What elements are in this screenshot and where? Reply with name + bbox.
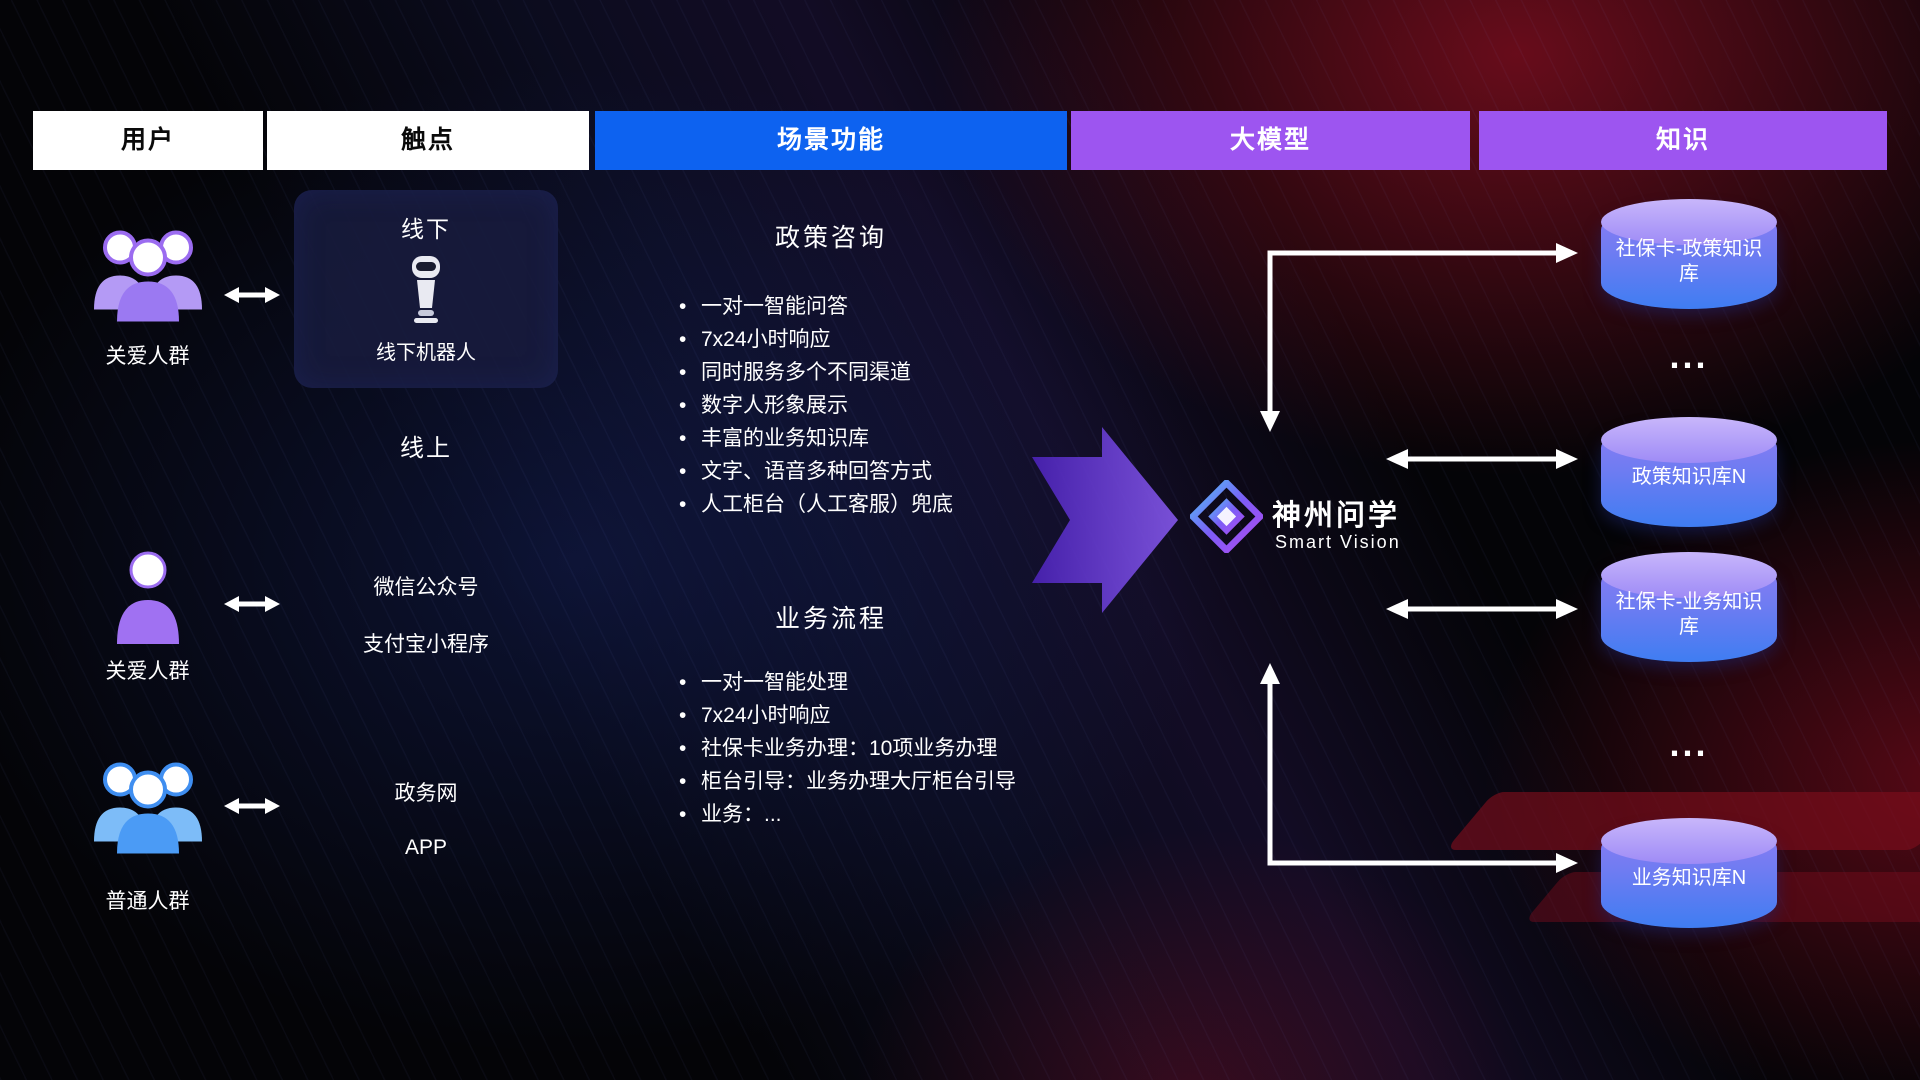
scenario-business-title: 业务流程 <box>774 605 887 633</box>
offline-robot-label: 线下机器人 <box>376 342 476 364</box>
user-label-care-group-1: 关爱人群 <box>105 345 190 368</box>
list-item: 丰富的业务知识库 <box>677 422 1077 455</box>
model-subtitle: Smart Vision <box>1275 532 1401 552</box>
robot-icon <box>404 254 448 326</box>
offline-title: 线下 <box>401 216 451 242</box>
database-icon: 业务知识库N <box>1601 818 1777 928</box>
ellipsis-text: ... <box>1669 335 1709 376</box>
user-label-general-group: 普通人群 <box>105 890 190 913</box>
knowledge-db-label: 社保卡-业务知识库 <box>1615 590 1763 638</box>
scenario-business-list: 一对一智能处理 7x24小时响应 社保卡业务办理：10项业务办理 柜台引导：业务… <box>677 666 1077 831</box>
knowledge-db-label: 业务知识库N <box>1631 866 1747 889</box>
knowledge-db-label: 社保卡-政策知识库 <box>1615 237 1763 285</box>
scenario-policy-list: 一对一智能问答 7x24小时响应 同时服务多个不同渠道 数字人形象展示 丰富的业… <box>677 290 1077 521</box>
smart-vision-logo-icon <box>1190 480 1263 553</box>
list-item: 业务：... <box>677 798 1077 831</box>
offline-touchpoint-card: 线下 线下机器人 <box>294 190 558 388</box>
list-item: 数字人形象展示 <box>677 389 1077 422</box>
knowledge-db-label: 政策知识库N <box>1631 465 1747 488</box>
column-header-touchpoints: 触点 <box>267 111 589 170</box>
channel-alipay: 支付宝小程序 <box>363 633 489 656</box>
group-users-purple-icon <box>88 218 208 325</box>
person-purple-icon <box>112 549 184 644</box>
double-arrow-icon <box>222 283 282 307</box>
list-item: 7x24小时响应 <box>677 323 1077 356</box>
column-header-users: 用户 <box>33 111 263 170</box>
column-header-knowledge: 知识 <box>1479 111 1887 170</box>
channel-app: APP <box>404 836 448 859</box>
database-top-ellipse <box>1601 417 1777 463</box>
scenario-policy-title: 政策咨询 <box>774 224 887 252</box>
double-arrow-icon <box>222 794 282 818</box>
database-icon: 社保卡-业务知识库 <box>1601 552 1777 662</box>
group-users-blue-icon <box>88 750 208 857</box>
list-item: 文字、语音多种回答方式 <box>677 455 1077 488</box>
model-name: 神州问学 <box>1272 500 1401 532</box>
list-item: 柜台引导：业务办理大厅柜台引导 <box>677 765 1077 798</box>
column-header-model: 大模型 <box>1071 111 1470 170</box>
database-top-ellipse <box>1601 552 1777 598</box>
list-item: 一对一智能问答 <box>677 290 1077 323</box>
ellipsis-text: ... <box>1669 723 1709 764</box>
list-item: 7x24小时响应 <box>677 699 1077 732</box>
database-top-ellipse <box>1601 199 1777 245</box>
database-top-ellipse <box>1601 818 1777 864</box>
list-item: 社保卡业务办理：10项业务办理 <box>677 732 1077 765</box>
flow-arrow-icon <box>1032 427 1178 613</box>
list-item: 一对一智能处理 <box>677 666 1077 699</box>
list-item: 同时服务多个不同渠道 <box>677 356 1077 389</box>
double-arrow-icon <box>222 592 282 616</box>
list-item: 人工柜台（人工客服）兜底 <box>677 488 1077 521</box>
column-header-scenarios: 场景功能 <box>595 111 1067 170</box>
database-icon: 政策知识库N <box>1601 417 1777 527</box>
database-icon: 社保卡-政策知识库 <box>1601 199 1777 309</box>
online-title: 线上 <box>400 435 452 462</box>
channel-wechat: 微信公众号 <box>373 576 479 599</box>
user-label-care-group-2: 关爱人群 <box>105 660 190 683</box>
channel-gov-web: 政务网 <box>394 782 458 805</box>
